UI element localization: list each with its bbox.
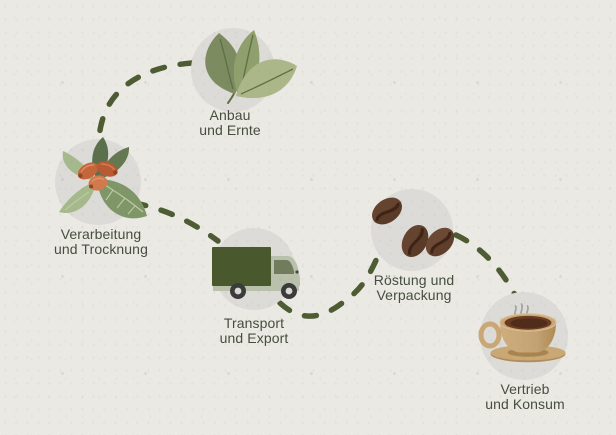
leaf-vein bbox=[105, 189, 136, 215]
step-roestung bbox=[371, 189, 455, 271]
leaf-vein bbox=[219, 38, 234, 90]
coffee-cherry bbox=[88, 175, 108, 191]
cherry-leaf-lower-left bbox=[59, 181, 96, 214]
coffee-bean bbox=[401, 224, 429, 258]
label-line: und Konsum bbox=[485, 395, 565, 412]
coffee-cherry bbox=[77, 162, 99, 180]
door-handle bbox=[295, 270, 299, 274]
flow-segment-3 bbox=[277, 253, 381, 319]
step-label-anbau: Anbau und Ernte bbox=[199, 108, 261, 137]
label-line: und Export bbox=[219, 329, 289, 346]
leaf-vein bbox=[240, 68, 294, 95]
step-label-vertrieb: Vertrieb und Konsum bbox=[485, 382, 565, 411]
step-vertrieb bbox=[478, 292, 568, 380]
step-label-verarbeitung: Verarbeitung und Trocknung bbox=[54, 227, 148, 256]
step-verarbeitung bbox=[55, 137, 147, 225]
coffee-bean bbox=[372, 197, 402, 225]
label-line: Vertrieb bbox=[500, 381, 550, 397]
flow-segment-1 bbox=[96, 60, 195, 142]
coffee-beans-icon bbox=[372, 197, 455, 258]
leaves-icon bbox=[205, 30, 297, 104]
leaf-light bbox=[236, 59, 297, 99]
delivery-truck-icon bbox=[212, 247, 300, 299]
step-label-transport: Transport und Export bbox=[220, 316, 289, 345]
step-anbau bbox=[191, 28, 297, 112]
cup-handle bbox=[478, 321, 502, 349]
truck-window bbox=[274, 260, 294, 274]
label-line: Verarbeitung bbox=[60, 226, 142, 242]
coffee-surface-dark bbox=[510, 318, 548, 329]
flow-segment-4 bbox=[453, 232, 518, 298]
cherry-leaf-lower-right bbox=[97, 179, 147, 219]
truck-wheel bbox=[230, 283, 246, 299]
truck-wheel bbox=[281, 283, 297, 299]
label-line: Transport bbox=[223, 315, 285, 331]
label-line: und Ernte bbox=[199, 121, 261, 138]
truck-chassis bbox=[213, 285, 299, 291]
coffee-bean bbox=[425, 227, 455, 257]
leaf-dark bbox=[205, 33, 241, 94]
coffee-cherry bbox=[96, 161, 118, 177]
coffee-cherries-icon bbox=[59, 137, 147, 219]
coffee-cup-icon bbox=[478, 303, 566, 363]
step-transport bbox=[212, 228, 300, 310]
label-line: Verpackung bbox=[376, 286, 452, 303]
leaf-vein bbox=[64, 191, 90, 211]
label-line: und Trocknung bbox=[54, 240, 148, 257]
step-label-roestung: Röstung und Verpackung bbox=[374, 273, 455, 302]
truck-cargo-box bbox=[212, 247, 271, 286]
label-line: Röstung und bbox=[373, 272, 455, 288]
label-line: Anbau bbox=[209, 107, 251, 123]
